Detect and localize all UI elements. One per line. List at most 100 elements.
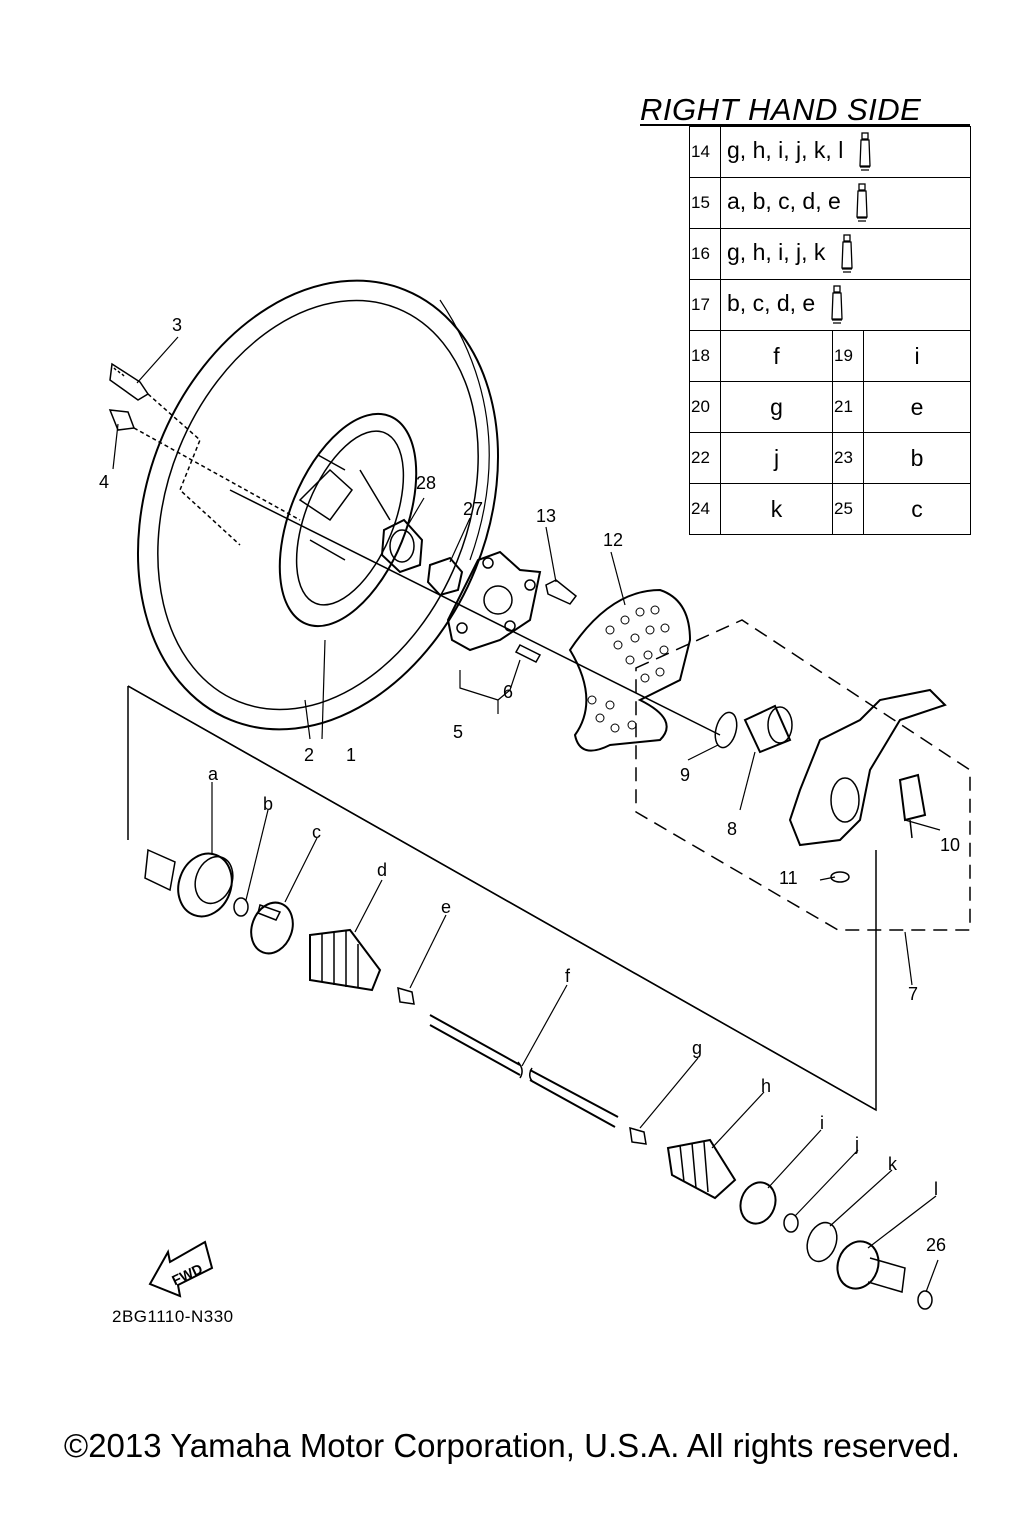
axle-centerline: [229, 489, 721, 736]
legend-pair-row: 18 f 19 i: [689, 330, 971, 382]
legend-ref-number: 20: [689, 381, 721, 433]
callout-3: 3: [172, 315, 183, 335]
legend-parts-text: g, h, i, j, k: [727, 239, 826, 266]
callout-13: 13: [536, 506, 557, 526]
callout-8: 8: [727, 819, 738, 839]
callout-b: b: [263, 794, 274, 814]
axle-nut: [426, 556, 464, 597]
legend-ref-number: 14: [689, 126, 721, 178]
callout-d: d: [377, 860, 388, 880]
grease-tube-icon: [856, 183, 868, 222]
wheel-rim: [278, 412, 418, 628]
callout-11: 11: [779, 868, 798, 888]
legend-parts-text: a, b, c, d, e: [727, 188, 841, 215]
legend-part-letter: g: [720, 381, 833, 433]
band-e: [397, 986, 415, 1005]
legend-ref-number: 16: [689, 228, 721, 280]
legend-ref-number: 23: [832, 432, 864, 484]
legend-part-letter: c: [863, 483, 971, 535]
bearing: [743, 704, 793, 754]
callout-26: 26: [926, 1235, 947, 1255]
inner-cv-joint: [836, 1240, 906, 1293]
legend-part-letter: i: [863, 330, 971, 382]
callout-9: 9: [680, 765, 691, 785]
circlip: [714, 711, 738, 749]
legend-ref-number: 18: [689, 330, 721, 382]
circlip-26: [917, 1290, 933, 1310]
legend-parts-text: b, c, d, e: [727, 290, 816, 317]
band-g: [629, 1126, 647, 1145]
legend-ref-number: 24: [689, 483, 721, 535]
callout-e: e: [441, 897, 452, 917]
boot-h: [666, 1138, 737, 1200]
callout-c: c: [312, 822, 321, 842]
grease-tube-icon: [859, 132, 871, 171]
callout-h: h: [761, 1076, 772, 1096]
collar: [380, 518, 424, 574]
callout-12: 12: [603, 530, 624, 550]
hub: [446, 550, 542, 663]
knuckle-group-box: [635, 619, 971, 931]
callout-6: 6: [503, 682, 514, 702]
group-bracket-line: [127, 685, 877, 1111]
legend-ref-number: 17: [689, 279, 721, 331]
callout-5: 5: [453, 722, 464, 742]
callout-4: 4: [99, 472, 110, 492]
drive-shaft: [429, 1014, 619, 1128]
callout-i: i: [820, 1113, 824, 1133]
band-c: [250, 901, 294, 955]
copyright-notice: ©2013 Yamaha Motor Corporation, U.S.A. A…: [63, 1427, 961, 1464]
legend-ref-number: 25: [832, 483, 864, 535]
grease-tube-icon: [830, 285, 843, 324]
legend-ref-number: 15: [689, 177, 721, 229]
ring-b: [233, 897, 249, 917]
callout-g: g: [692, 1038, 703, 1058]
callout-l: l: [934, 1179, 938, 1199]
ring-j: [783, 1213, 799, 1233]
callout-2: 2: [304, 745, 315, 765]
legend-row: 15 a, b, c, d, e: [689, 177, 971, 229]
o-ring-k: [806, 1221, 838, 1263]
legend-part-letter: f: [720, 330, 833, 382]
title-underline: [640, 124, 970, 126]
legend-ref-number: 19: [832, 330, 864, 382]
callout-1: 1: [346, 745, 357, 765]
legend-part-letter: b: [863, 432, 971, 484]
legend-part-letter: e: [863, 381, 971, 433]
callout-k: k: [888, 1154, 897, 1174]
fwd-label: FWD: [169, 1260, 205, 1288]
callout-a: a: [208, 764, 219, 784]
legend-pair-row: 24 k 25 c: [689, 483, 971, 535]
diagram-code: 2BG1110-N330: [112, 1307, 234, 1326]
lubrication-legend-table: 14 g, h, i, j, k, l 15 a, b, c, d, e 16 …: [689, 126, 971, 535]
small-clip: [830, 871, 850, 883]
brake-disc: [568, 588, 692, 752]
legend-part-letter: j: [720, 432, 833, 484]
callout-7: 7: [908, 984, 919, 1004]
band-i: [739, 1181, 777, 1225]
callout-27: 27: [463, 499, 484, 519]
legend-part-letter: k: [720, 483, 833, 535]
callout-j: j: [855, 1134, 859, 1154]
fwd-arrow-icon: FWD: [148, 1240, 214, 1298]
leader-lines: [112, 336, 941, 1293]
ball-joint: [898, 773, 927, 839]
legend-row: 16 g, h, i, j, k: [689, 228, 971, 280]
callout-10: 10: [940, 835, 961, 855]
grease-tube-icon: [841, 234, 853, 273]
valve-stem: [108, 362, 301, 546]
hub-bolt: [545, 579, 578, 605]
legend-pair-row: 20 g 21 e: [689, 381, 971, 433]
callout-28: 28: [416, 473, 437, 493]
callout-f: f: [565, 966, 571, 986]
legend-pair-row: 22 j 23 b: [689, 432, 971, 484]
legend-row: 14 g, h, i, j, k, l: [689, 126, 971, 178]
boot-d: [309, 928, 382, 992]
page-title: RIGHT HAND SIDE: [640, 92, 922, 127]
legend-ref-number: 22: [689, 432, 721, 484]
steering-knuckle: [788, 688, 947, 847]
legend-row: 17 b, c, d, e: [689, 279, 971, 331]
legend-parts-text: g, h, i, j, k, l: [727, 137, 844, 164]
outer-cv-joint: [144, 848, 234, 918]
